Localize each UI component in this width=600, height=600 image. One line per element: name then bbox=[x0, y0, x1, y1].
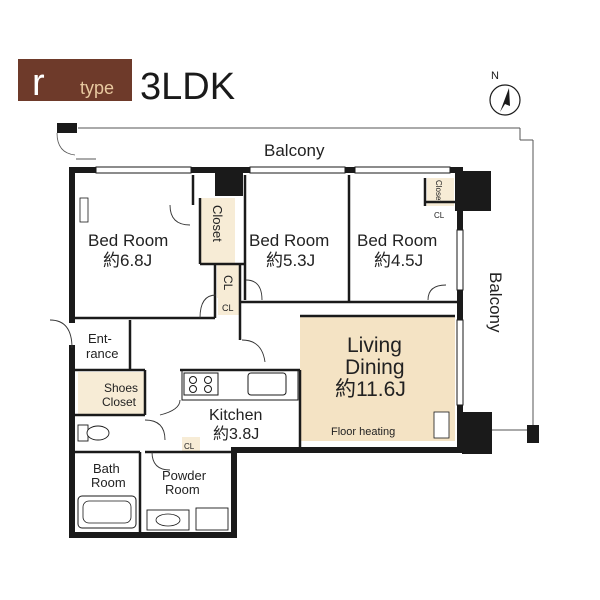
bedroom-3-name: Bed Room bbox=[357, 231, 437, 250]
kitchen-name: Kitchen bbox=[209, 407, 262, 424]
bedroom-ac-unit bbox=[79, 197, 89, 223]
balcony-door-swing bbox=[56, 132, 76, 156]
type-word: type bbox=[80, 78, 114, 98]
entrance-label-2: rance bbox=[86, 346, 119, 361]
cl-label-1: CL bbox=[221, 275, 235, 291]
toilet-icon bbox=[77, 424, 110, 442]
closet-fill bbox=[200, 198, 235, 264]
closet-label: Closet bbox=[210, 205, 225, 242]
cl-fill-powder bbox=[182, 437, 200, 452]
bedroom-2-name: Bed Room bbox=[249, 231, 329, 250]
right-corner-post bbox=[527, 425, 539, 443]
compass-label: N bbox=[491, 70, 499, 82]
bedroom-1-size: 約6.8J bbox=[103, 251, 152, 270]
shoes-closet-label-2: Closet bbox=[102, 395, 137, 409]
bath-label-2: Room bbox=[91, 475, 126, 490]
wall-pillar-ne bbox=[455, 171, 491, 211]
bedroom-2-size: 約5.3J bbox=[266, 251, 315, 270]
kitchen-counter bbox=[181, 369, 299, 401]
powder-label-1: Powder bbox=[162, 468, 207, 483]
cl-label-3: CL bbox=[434, 211, 445, 220]
living-size: 約11.6J bbox=[335, 378, 406, 401]
balcony-right-label: Balcony bbox=[486, 272, 505, 333]
compass-icon bbox=[489, 84, 521, 116]
cl-fill-2 bbox=[218, 298, 240, 315]
bedroom-3-size: 約4.5J bbox=[374, 251, 423, 270]
living-label-2: Dining bbox=[345, 356, 405, 379]
shoes-closet-label-1: Shoes bbox=[104, 381, 138, 395]
entrance-label-1: Ent- bbox=[88, 331, 112, 346]
east-windows bbox=[456, 229, 464, 406]
floor-heating-label: Floor heating bbox=[331, 426, 395, 438]
cl-fill-1 bbox=[217, 264, 240, 298]
bathtub-icon bbox=[77, 495, 137, 529]
balcony-corner-post bbox=[57, 123, 77, 133]
stove-icon bbox=[183, 372, 219, 396]
type-badge bbox=[18, 59, 132, 101]
washing-machine-icon bbox=[195, 507, 229, 531]
cl-label-2: CL bbox=[222, 303, 234, 313]
floor-heating-panel bbox=[433, 411, 450, 439]
kitchen-size: 約3.8J bbox=[213, 425, 259, 443]
wall-pillar-se bbox=[462, 412, 492, 454]
wall-pillar-mid bbox=[215, 172, 243, 196]
sink-icon bbox=[247, 372, 287, 396]
bath-label-1: Bath bbox=[93, 461, 120, 476]
shoes-closet-fill bbox=[78, 372, 144, 414]
bedroom-1-name: Bed Room bbox=[88, 231, 168, 250]
living-dining-fill bbox=[300, 316, 455, 441]
plan-name: 3LDK bbox=[140, 66, 235, 108]
type-letter: r bbox=[32, 62, 45, 104]
living-label-1: Living bbox=[347, 334, 402, 357]
washbasin-icon bbox=[146, 509, 190, 531]
north-windows bbox=[95, 166, 451, 174]
small-closet-label: Closet bbox=[434, 180, 443, 203]
balcony-top-label: Balcony bbox=[264, 141, 325, 160]
door-swings bbox=[49, 204, 447, 471]
powder-label-2: Room bbox=[165, 482, 200, 497]
cl-label-4: CL bbox=[184, 442, 195, 451]
